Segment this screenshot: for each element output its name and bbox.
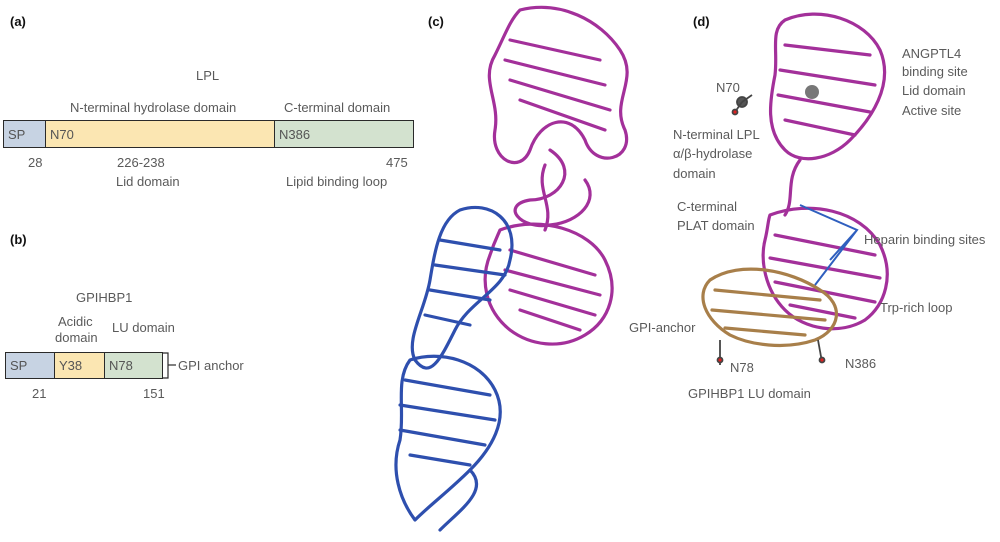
lpl-sp-text: SP (8, 127, 25, 142)
lpl-n386-text: N386 (279, 127, 310, 142)
label-cterm-2: PLAT domain (677, 218, 755, 233)
label-angptl4-2: binding site (902, 64, 968, 79)
label-gpi-anchor: GPI-anchor (629, 320, 695, 335)
gpihbp1-ribbon-c (396, 207, 512, 530)
gpihbp1-y38-text: Y38 (59, 358, 82, 373)
lpl-ribbon-d (763, 14, 887, 329)
glycan-n78 (718, 340, 723, 365)
gpihbp1-title: GPIHBP1 (76, 290, 132, 305)
active-site-sphere (805, 85, 819, 99)
lpl-n-domain-label: N-terminal hydrolase domain (70, 100, 236, 115)
label-lid-domain: Lid domain (902, 83, 966, 98)
gpihbp1-lu-domain-label: LU domain (112, 320, 175, 335)
lpl-n70-text: N70 (50, 127, 74, 142)
lpl-title: LPL (196, 68, 219, 83)
lpl-sp-segment: SP (3, 120, 46, 148)
lpl-ribbon-c (485, 7, 627, 344)
gpi-anchor-label: GPI anchor (178, 358, 244, 373)
panel-a-label: (a) (10, 14, 26, 29)
gpihbp1-acidic-line2: domain (55, 330, 98, 345)
label-n70: N70 (716, 80, 740, 95)
lpl-n-domain-segment: N70 (45, 120, 275, 148)
label-angptl4-1: ANGPTL4 (902, 46, 961, 61)
gpihbp1-acidic-line1: Acidic (58, 314, 93, 329)
structure-c (370, 0, 670, 540)
label-heparin: Heparin binding sites (864, 232, 985, 247)
label-trp-loop: Trp-rich loop (880, 300, 952, 315)
label-nterm-2: α/β-hydrolase (673, 146, 752, 161)
label-n78: N78 (730, 360, 754, 375)
label-nterm-3: domain (673, 166, 716, 181)
glycan-n386 (818, 340, 825, 363)
gpihbp1-sp-segment: SP (5, 352, 55, 379)
lpl-lid-domain-label: Lid domain (116, 174, 180, 189)
label-gpihbp1-lu: GPIHBP1 LU domain (688, 386, 811, 401)
lpl-pos-28: 28 (28, 155, 42, 170)
gpihbp1-pos-151: 151 (143, 386, 165, 401)
gpihbp1-pos-21: 21 (32, 386, 46, 401)
label-cterm-1: C-terminal (677, 199, 737, 214)
panel-b-label: (b) (10, 232, 27, 247)
gpihbp1-n78-text: N78 (109, 358, 133, 373)
lpl-pos-lid: 226-238 (117, 155, 165, 170)
label-n386: N386 (845, 356, 876, 371)
label-active-site: Active site (902, 103, 961, 118)
label-nterm-1: N-terminal LPL (673, 127, 760, 142)
gpihbp1-lu-segment: N78 (104, 352, 163, 379)
gpihbp1-sp-text: SP (10, 358, 27, 373)
gpihbp1-acidic-segment: Y38 (54, 352, 105, 379)
glycan-n70 (733, 95, 753, 115)
lu-ribbon-d (703, 269, 836, 345)
